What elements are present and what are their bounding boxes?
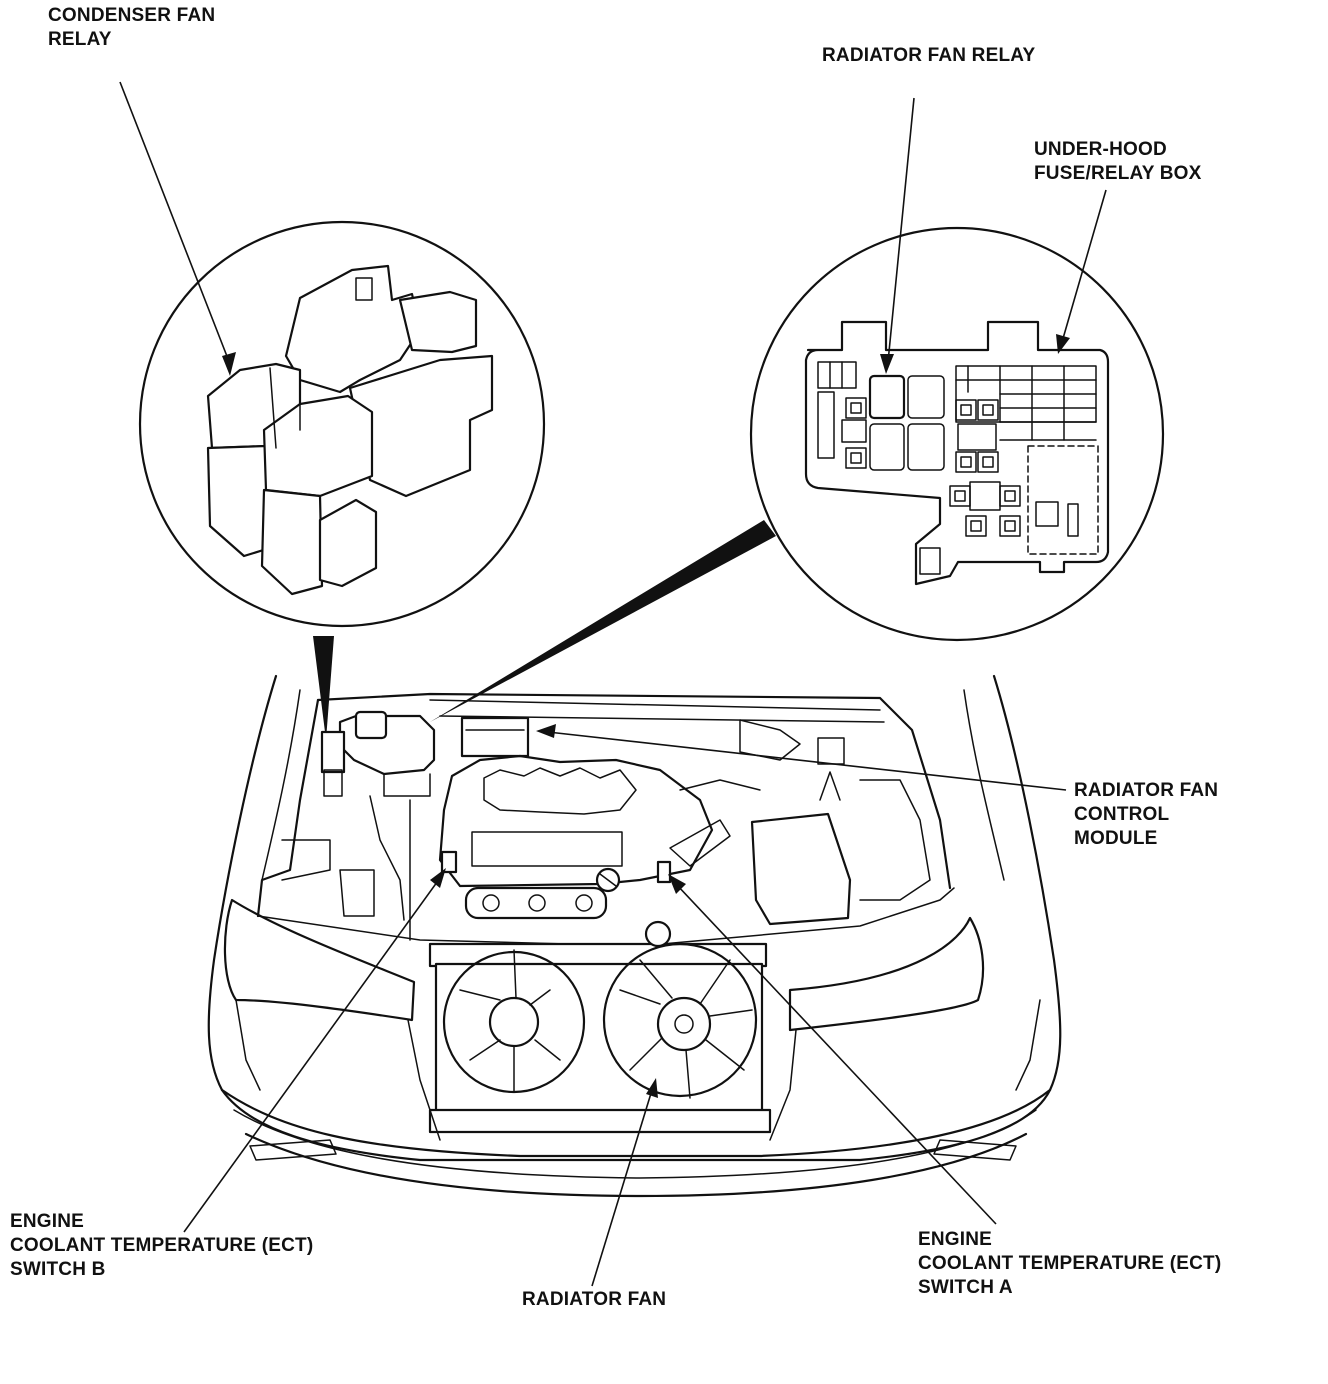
radiator-fan-control-module-label: RADIATOR FAN CONTROL MODULE <box>1074 780 1219 849</box>
ect-switch-a-label: ENGINE COOLANT TEMPERATURE (ECT) SWITCH … <box>918 1229 1222 1298</box>
condenser-fan-relay-label: CONDENSER FAN RELAY <box>48 5 216 50</box>
radiator-fan-relay-label: RADIATOR FAN RELAY <box>822 45 1036 66</box>
condenser-relay-detail-view <box>138 220 546 740</box>
car-front-view <box>207 674 1062 1198</box>
radiator-fan-label: RADIATOR FAN <box>522 1289 667 1310</box>
under-hood-fuse-relay-box-label: UNDER-HOOD FUSE/RELAY BOX <box>1034 139 1202 184</box>
leader-lines <box>119 81 1107 1287</box>
fuse-box-detail-view <box>430 226 1165 722</box>
ect-switch-b-label: ENGINE COOLANT TEMPERATURE (ECT) SWITCH … <box>10 1211 314 1280</box>
